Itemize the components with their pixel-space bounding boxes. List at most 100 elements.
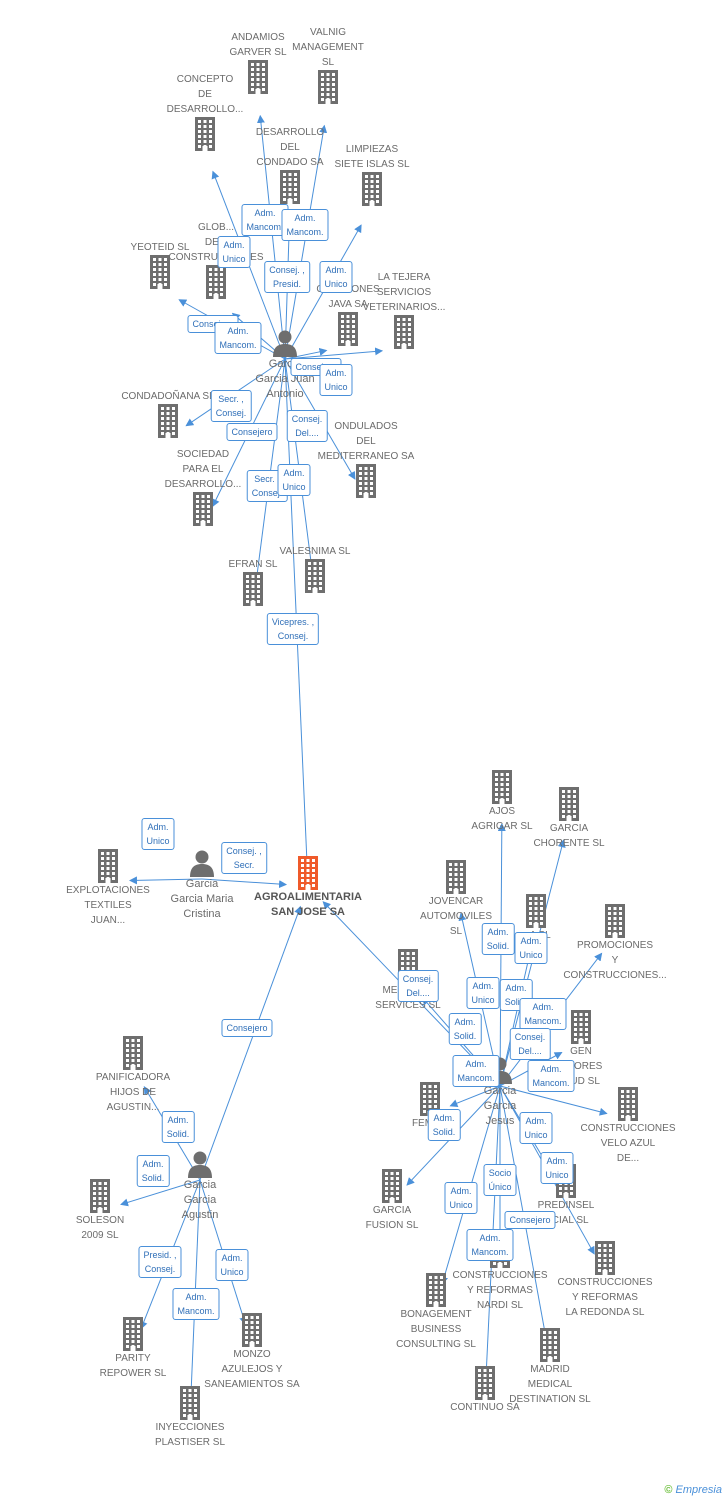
role-badge[interactable]: Adm. Unico bbox=[141, 818, 175, 850]
building-icon bbox=[475, 1366, 495, 1400]
company-node-madrid[interactable]: MADRID MEDICAL DESTINATION SL bbox=[475, 1328, 625, 1407]
node-label: YEOTEID SL bbox=[130, 242, 190, 253]
role-badge[interactable]: Adm. Mancom. bbox=[527, 1060, 575, 1092]
role-badge[interactable]: Adm. Unico bbox=[277, 464, 311, 496]
role-badge[interactable]: Adm. Solid. bbox=[427, 1109, 461, 1141]
company-node-valesnima[interactable]: VALESNIMA SL bbox=[240, 544, 390, 593]
building-icon bbox=[559, 787, 579, 821]
role-badge[interactable]: Adm. Unico bbox=[217, 236, 251, 268]
role-badge[interactable]: Adm. Unico bbox=[466, 977, 500, 1009]
building-icon bbox=[123, 1036, 143, 1070]
role-badge[interactable]: Adm. Mancom. bbox=[452, 1055, 500, 1087]
role-badge[interactable]: Consejero bbox=[226, 423, 278, 441]
building-icon bbox=[305, 559, 325, 593]
role-badge[interactable]: Consej. Del.... bbox=[509, 1028, 551, 1060]
node-label: PANIFICADORA HIJOS DE AGUSTIN... bbox=[95, 1072, 171, 1113]
person-node-p_cristina[interactable]: Garcia Garcia Maria Cristina bbox=[127, 849, 277, 922]
company-node-velo[interactable]: CONSTRUCCIONES VELO AZUL DE... bbox=[553, 1087, 703, 1166]
company-node-bonagement[interactable]: BONAGEMENT BUSINESS CONSULTING SL bbox=[361, 1273, 511, 1352]
person-node-p_jesus[interactable]: Garcia Garcia Jesus bbox=[425, 1056, 575, 1129]
role-badge[interactable]: Adm. Solid. bbox=[448, 1013, 482, 1045]
role-badge[interactable]: Adm. Mancom. bbox=[214, 322, 262, 354]
company-node-soleson[interactable]: SOLESON 2009 SL bbox=[25, 1179, 175, 1243]
company-node-glob[interactable]: GLOB... DE... CONSTRUCCIONES bbox=[141, 220, 291, 299]
building-icon bbox=[394, 315, 414, 349]
edge-p_agustin-to-soleson bbox=[120, 1179, 201, 1207]
company-node-condadonana[interactable]: CONDADOÑANA SL bbox=[93, 389, 243, 438]
role-badge[interactable]: Consej. , Secr. bbox=[221, 842, 267, 874]
role-badge[interactable]: Adm. Unico bbox=[540, 1152, 574, 1184]
role-badge[interactable]: Adm. Unico bbox=[514, 932, 548, 964]
company-node-inyecciones[interactable]: INYECCIONES PLASTISER SL bbox=[115, 1386, 265, 1450]
company-node-yeoteid[interactable]: YEOTEID SL bbox=[85, 240, 235, 289]
node-label: INYECCIONES PLASTISER SL bbox=[154, 1422, 226, 1448]
role-badge[interactable]: Consej. Del.... bbox=[397, 970, 439, 1002]
role-badge[interactable]: Adm. Unico bbox=[319, 261, 353, 293]
building-icon bbox=[298, 856, 318, 890]
brand-footer: © Empresia bbox=[664, 1484, 722, 1496]
building-icon bbox=[318, 70, 338, 104]
role-badge[interactable]: Adm. Unico bbox=[319, 364, 353, 396]
role-badge[interactable]: Adm. Mancom. bbox=[241, 204, 289, 236]
role-badge[interactable]: Adm. Mancom. bbox=[466, 1229, 514, 1261]
company-node-ajos[interactable]: AJOS AGRIGAR SL bbox=[427, 770, 577, 834]
building-icon bbox=[595, 1241, 615, 1275]
role-badge[interactable]: Adm. Solid. bbox=[481, 923, 515, 955]
company-node-monzo[interactable]: MONZO AZULEJOS Y SANEAMIENTOS SA bbox=[177, 1313, 327, 1392]
node-label: DESARROLLO DEL CONDADO SA bbox=[255, 127, 325, 168]
company-node-ondulados[interactable]: ONDULADOS DEL MEDITERRANEO SA bbox=[291, 419, 441, 498]
role-badge[interactable]: Vicepres. , Consej. bbox=[266, 613, 320, 645]
node-label: PREDINSEL ...CIAL SL bbox=[537, 1200, 595, 1226]
building-icon bbox=[605, 904, 625, 938]
company-node-sociedad[interactable]: SOCIEDAD PARA EL DESARROLLO... bbox=[128, 447, 278, 526]
building-icon bbox=[356, 464, 376, 498]
role-badge[interactable]: Consej. Del.... bbox=[286, 410, 328, 442]
role-badge[interactable]: Consej. , Presid. bbox=[264, 261, 310, 293]
building-icon bbox=[180, 1386, 200, 1420]
role-badge[interactable]: Adm. Unico bbox=[215, 1249, 249, 1281]
company-node-explotaciones[interactable]: EXPLOTACIONES TEXTILES JUAN... bbox=[33, 849, 183, 928]
company-node-parity[interactable]: PARITY REPOWER SL bbox=[58, 1317, 208, 1381]
node-label: JOVENCAR AUTOMOVILES SL bbox=[419, 896, 493, 937]
company-node-promociones[interactable]: PROMOCIONES Y CONSTRUCCIONES... bbox=[540, 904, 690, 983]
role-badge[interactable]: Adm. Mancom. bbox=[172, 1288, 220, 1320]
company-node-main[interactable]: AGROALIMENTARIA SAN JOSE SA bbox=[233, 856, 383, 920]
role-badge[interactable]: Socio Único bbox=[483, 1164, 517, 1196]
company-node-concepto[interactable]: CONCEPTO DE DESARROLLO... bbox=[130, 72, 280, 151]
company-node-efran[interactable]: EFRAN SL bbox=[178, 557, 328, 606]
company-node-garcia_fusion[interactable]: GARCIA FUSION SL bbox=[317, 1169, 467, 1233]
node-label: LA TEJERA SERVICIOS VETERINARIOS... bbox=[362, 272, 446, 313]
role-badge[interactable]: Adm. Unico bbox=[519, 1112, 553, 1144]
role-badge[interactable]: Adm. Solid. bbox=[161, 1111, 195, 1143]
role-badge[interactable]: Adm. Solid. bbox=[136, 1155, 170, 1187]
role-badge[interactable]: Secr. , Consej. bbox=[210, 390, 252, 422]
role-badge[interactable]: Consejero bbox=[221, 1019, 273, 1037]
node-label: ONDULADOS DEL MEDITERRANEO SA bbox=[317, 421, 415, 462]
node-label: MADRID MEDICAL DESTINATION SL bbox=[509, 1364, 591, 1405]
node-label: EFRAN SL bbox=[228, 559, 278, 570]
role-badge[interactable]: Adm. Unico bbox=[444, 1182, 478, 1214]
company-node-limpiezas[interactable]: LIMPIEZAS SIETE ISLAS SL bbox=[297, 142, 447, 206]
node-label: CONSTRUCCIONES VELO AZUL DE... bbox=[580, 1123, 676, 1164]
company-node-laredonda[interactable]: CONSTRUCCIONES Y REFORMAS LA REDONDA SL bbox=[530, 1241, 680, 1320]
company-node-latejera[interactable]: LA TEJERA SERVICIOS VETERINARIOS... bbox=[329, 270, 479, 349]
role-badge[interactable]: Adm. Mancom. bbox=[519, 998, 567, 1030]
company-node-desarrollo_condado[interactable]: DESARROLLO DEL CONDADO SA bbox=[215, 125, 365, 204]
role-badge[interactable]: Consejero bbox=[504, 1211, 556, 1229]
building-icon bbox=[150, 255, 170, 289]
person-node-p_agustin[interactable]: Garcia Garcia Agustin bbox=[125, 1150, 275, 1223]
company-node-andamios[interactable]: ANDAMIOS GARVER SL bbox=[183, 30, 333, 94]
edge-p_juan-to-colchones bbox=[284, 347, 328, 360]
company-node-valnig[interactable]: VALNIG MANAGEMENT SL bbox=[253, 25, 403, 104]
node-label: AJOS AGRIGAR SL bbox=[471, 806, 533, 832]
company-node-chorente[interactable]: GARCIA CHORENTE SL bbox=[494, 787, 644, 851]
node-label: Garcia Garcia Maria Cristina bbox=[170, 878, 234, 920]
edge-p_juan-to-valnig bbox=[284, 124, 328, 360]
brand-name: Empresia bbox=[675, 1484, 722, 1496]
building-icon bbox=[206, 265, 226, 299]
company-node-continuo[interactable]: CONTINUO SA bbox=[410, 1366, 560, 1415]
company-node-jovencar[interactable]: JOVENCAR AUTOMOVILES SL bbox=[381, 860, 531, 939]
company-node-panificadora[interactable]: PANIFICADORA HIJOS DE AGUSTIN... bbox=[58, 1036, 208, 1115]
role-badge[interactable]: Presid. , Consej. bbox=[138, 1246, 182, 1278]
role-badge[interactable]: Adm. Mancom. bbox=[281, 209, 329, 241]
